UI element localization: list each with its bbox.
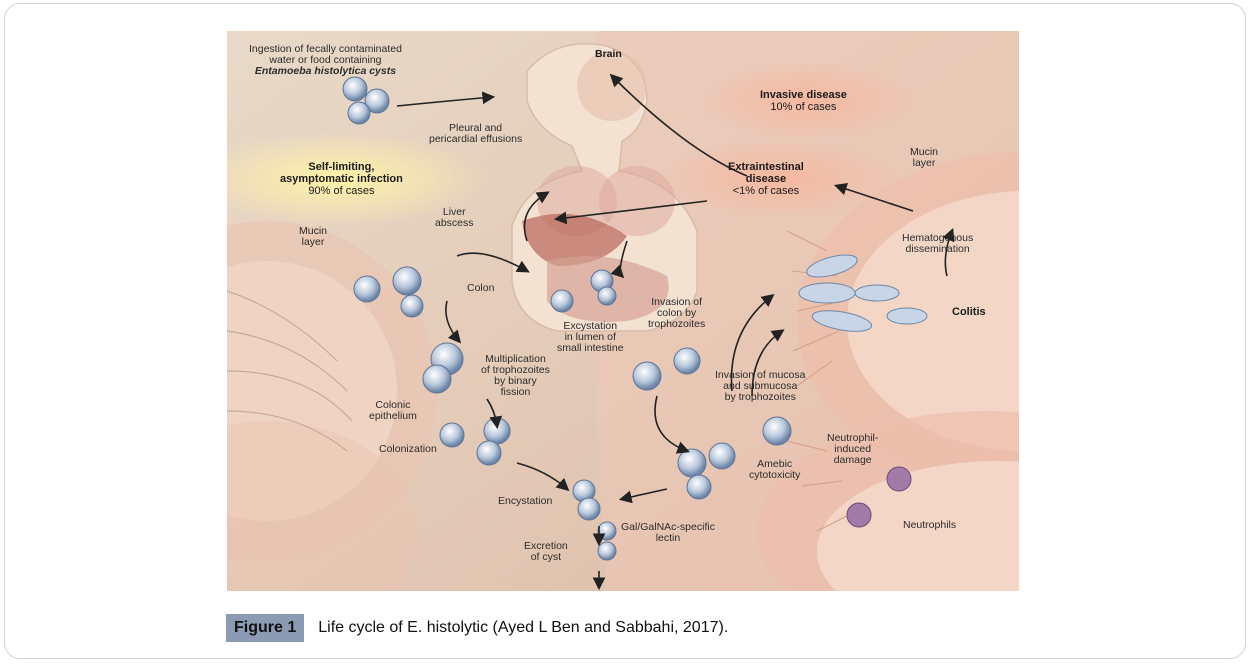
- label-brain: Brain: [595, 48, 622, 60]
- label-colitis: Colitis: [952, 306, 986, 318]
- figure-caption: Figure 1 Life cycle of E. histolytic (Ay…: [226, 614, 728, 642]
- label-colon: Colon: [467, 282, 495, 294]
- figure-label: Figure 1: [226, 614, 305, 642]
- label-neutrophils: Neutrophils: [903, 519, 957, 531]
- figure-caption-text: Life cycle of E. histolytic (Ayed L Ben …: [318, 619, 729, 636]
- label-encystation: Encystation: [498, 495, 553, 507]
- illustration-art: [227, 31, 1019, 591]
- label-colonization: Colonization: [379, 443, 437, 455]
